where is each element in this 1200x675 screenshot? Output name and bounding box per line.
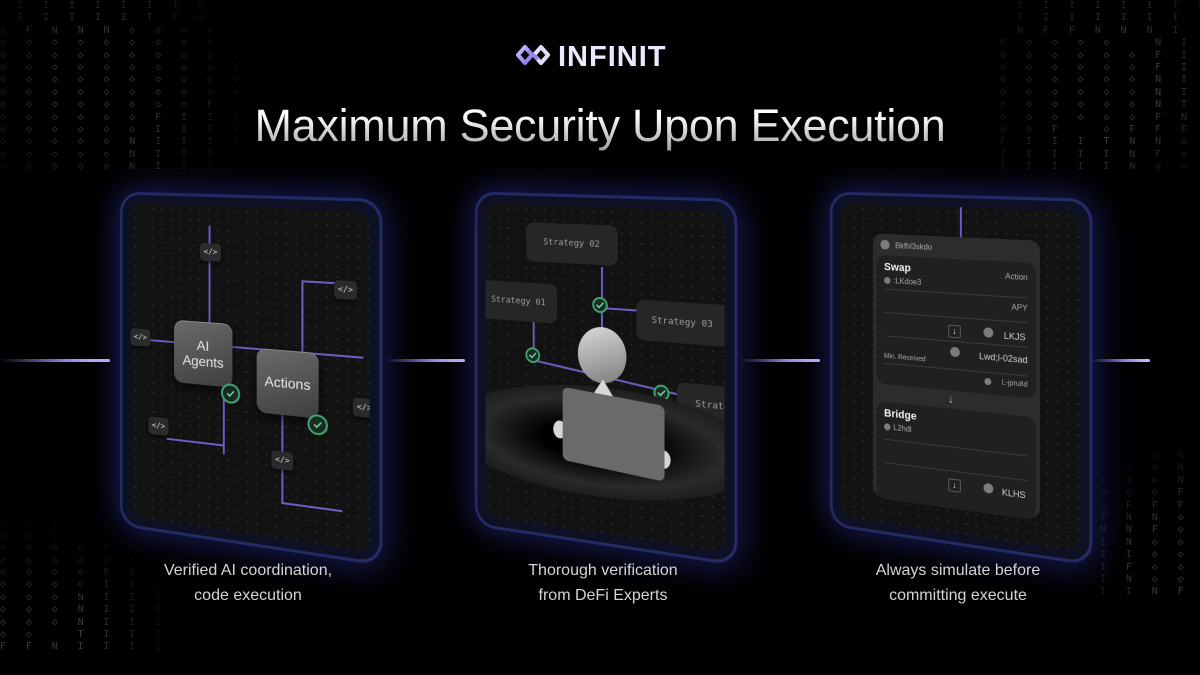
token-dot (984, 377, 992, 386)
page-title: Maximum Security Upon Execution (0, 100, 1200, 152)
swap-title: Swap (884, 261, 911, 275)
matrix-background-bottom-right: ◇ ◇ N I I I T ◇ ◇ ◇ N I I I T ◇ ◇ ◇ N T … (1100, 450, 1187, 598)
check-circle-icon (592, 296, 608, 314)
connector-line-right (1090, 359, 1150, 362)
divider (884, 288, 1028, 299)
code-tag-chip: </> (334, 280, 357, 301)
code-tag-chip: </> (271, 450, 294, 471)
divider (884, 438, 1028, 457)
code-tag-chip: </> (148, 416, 169, 437)
strategy-card-01: Strategy 01 (485, 279, 558, 324)
panel-simulation: Bkfhl3skdo Swap Action :LKdoe3 APY ↓ LKJ… (820, 191, 1093, 566)
infinity-link-icon (516, 44, 550, 71)
check-circle-icon (307, 413, 328, 437)
caption-line: committing execute (889, 587, 1027, 604)
min-received-value: L-jpru8d (1001, 379, 1028, 389)
panel-ai-coordination: </> </> </> </> </> </> AI Agents Action… (110, 191, 383, 566)
bridge-section: Bridge L2hdl ↓ KLHS (876, 400, 1036, 521)
arrow-down-icon: ↓ (948, 478, 961, 493)
caption-ai-coordination: Verified AI coordination, code execution (98, 558, 398, 608)
swap-out-amount: Lwd;l-02sad (978, 350, 1028, 366)
caption-simulation: Always simulate before committing execut… (808, 558, 1108, 608)
caption-line: code execution (194, 587, 302, 604)
swap-section: Swap Action :LKdoe3 APY ↓ LKJS Lwd;l-02s… (876, 255, 1036, 399)
bridge-title: Bridge (884, 407, 917, 423)
divider (884, 311, 1028, 324)
caption-line: Always simulate before (875, 562, 1041, 579)
ai-agents-node: AI Agents (174, 319, 233, 388)
wallet-label: Bkfhl3skdo (895, 241, 933, 252)
panel-frame: Strategy 02 Strategy 01 Strategy 03 Stra… (474, 191, 738, 566)
wire (959, 207, 962, 238)
caption-line: Verified AI coordination, (163, 562, 333, 579)
panel-screen: </> </> </> </> </> </> AI Agents Action… (130, 203, 370, 552)
wire (166, 437, 225, 447)
swap-out-token: LKJS (1003, 330, 1026, 343)
token-dot (884, 276, 891, 285)
panel-defi-verification: Strategy 02 Strategy 01 Strategy 03 Stra… (465, 191, 738, 566)
simulation-card: Bkfhl3skdo Swap Action :LKdoe3 APY ↓ LKJ… (873, 233, 1040, 521)
token-dot (983, 482, 994, 495)
brand-name: INFINIT (558, 41, 667, 73)
token-dot (950, 346, 960, 358)
avatar-dot (880, 239, 890, 250)
figure-head (577, 325, 627, 386)
wire (281, 501, 343, 513)
divider (884, 362, 1028, 377)
wire (301, 280, 304, 362)
arrow-down-icon: ↓ (948, 393, 954, 406)
code-tag-chip: </> (200, 242, 221, 262)
caption-line: from DeFi Experts (538, 587, 668, 604)
code-tag-chip: </> (352, 397, 370, 419)
connector-line-2-3 (740, 359, 820, 362)
swap-token: :LKdoe3 (893, 276, 922, 287)
bridge-token: L2hdl (893, 423, 912, 435)
apy-label: APY (1011, 302, 1028, 313)
token-dot (884, 423, 891, 431)
brand-logo: INFINIT (516, 41, 667, 74)
panel-frame: Bkfhl3skdo Swap Action :LKdoe3 APY ↓ LKJ… (829, 191, 1093, 566)
arrow-down-icon: ↓ (948, 324, 961, 339)
action-label: Action (1005, 271, 1028, 283)
caption-defi-verification: Thorough verification from DeFi Experts (453, 558, 753, 608)
check-circle-icon (525, 346, 541, 364)
wire (130, 337, 364, 359)
panel-frame: </> </> </> </> </> </> AI Agents Action… (119, 191, 383, 566)
strategy-card-02: Strategy 02 (526, 222, 618, 266)
caption-line: Thorough verification (528, 562, 678, 579)
min-received-label: Min. Received (884, 352, 926, 364)
actions-node: Actions (256, 347, 319, 419)
code-tag-chip: </> (130, 328, 151, 347)
panel-screen: Bkfhl3skdo Swap Action :LKdoe3 APY ↓ LKJ… (840, 203, 1080, 552)
token-dot (983, 327, 994, 338)
connector-line-left (0, 359, 110, 362)
panel-screen: Strategy 02 Strategy 01 Strategy 03 Stra… (485, 203, 725, 552)
bridge-out-token: KLHS (1001, 487, 1026, 501)
strategy-card-03: Strategy 03 (636, 299, 725, 348)
connector-line-1-2 (385, 359, 465, 362)
